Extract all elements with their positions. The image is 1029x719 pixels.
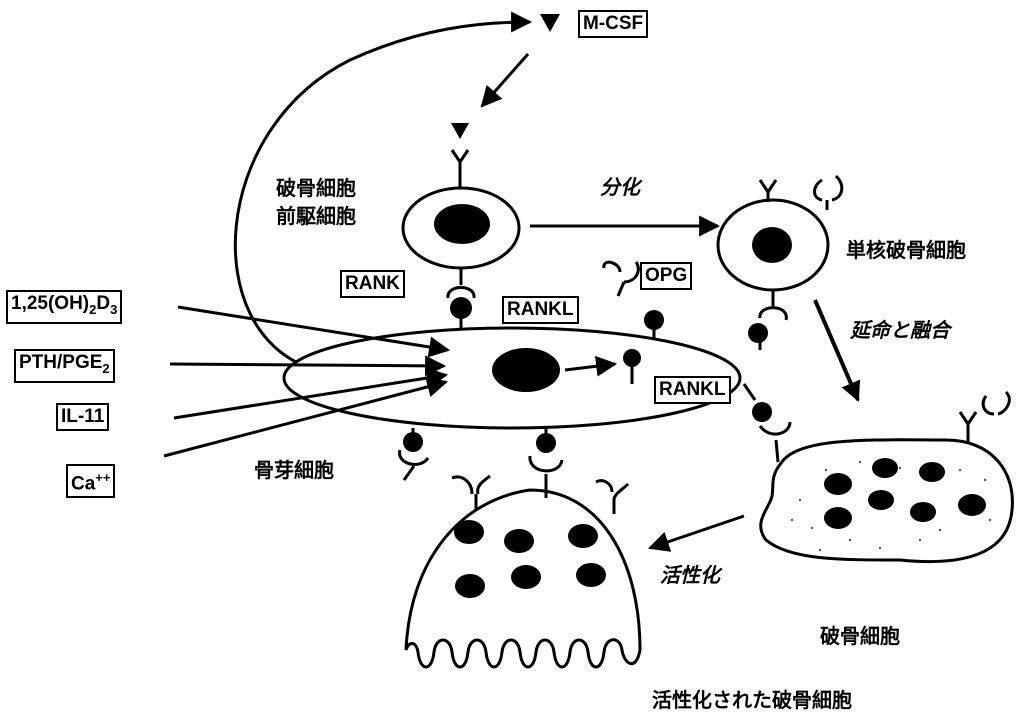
mcsf-receptor	[452, 150, 468, 188]
rank-receptor	[448, 268, 474, 298]
rankl-bottom-center	[536, 433, 556, 453]
osteoblast-nucleus	[492, 348, 560, 392]
differentiation-label: 分化	[600, 175, 640, 199]
pth-pge-input: PTH/PGE2	[14, 349, 115, 383]
survival-fusion-arrow	[815, 300, 858, 400]
rankl-upper-label: RANKL	[502, 296, 579, 324]
opg-label: OPG	[640, 262, 692, 290]
calcium-input: Ca++	[66, 464, 115, 498]
mcsf-to-precursor-arrow	[482, 54, 528, 106]
osteoblast-label: 骨芽細胞	[254, 458, 334, 482]
rank-label: RANK	[340, 270, 405, 298]
rankl-bound-precursor	[450, 297, 472, 319]
pth-input-arrow	[170, 364, 444, 366]
vitd-input-arrow	[178, 307, 448, 350]
mononuclear-osteoclast-nucleus	[752, 227, 792, 263]
mononuclear-osteoclast-label: 単核破骨細胞	[846, 238, 966, 262]
activation-arrow	[650, 516, 744, 548]
il-11-input: IL-11	[56, 403, 109, 431]
rankl-bound-mononuclear	[748, 323, 768, 343]
activation-label: 活性化	[660, 563, 720, 587]
m-csf-label: M-CSF	[578, 10, 648, 38]
precursor-label-line2: 前駆細胞	[276, 204, 356, 228]
mcsf-triangle-bound	[451, 123, 469, 139]
precursor-label-line1: 破骨細胞	[276, 176, 356, 200]
vitamin-d-input: 1,25(OH)2D3	[6, 290, 122, 324]
rankl-lower-label: RANKL	[654, 376, 731, 404]
precursor-nucleus	[434, 204, 490, 244]
opg-decoy-icon	[604, 262, 639, 296]
rankl-surface-top	[644, 310, 664, 330]
osteoclast-label: 破骨細胞	[820, 624, 900, 648]
activated-osteoclast-label: 活性化された破骨細胞	[652, 688, 852, 712]
rankl-bottom-left	[403, 432, 423, 452]
mcsf-triangle-top	[540, 14, 560, 32]
survival-fusion-label: 延命と融合	[850, 318, 950, 342]
rankl-surface-right	[752, 402, 772, 422]
rankl-internal	[623, 349, 641, 367]
